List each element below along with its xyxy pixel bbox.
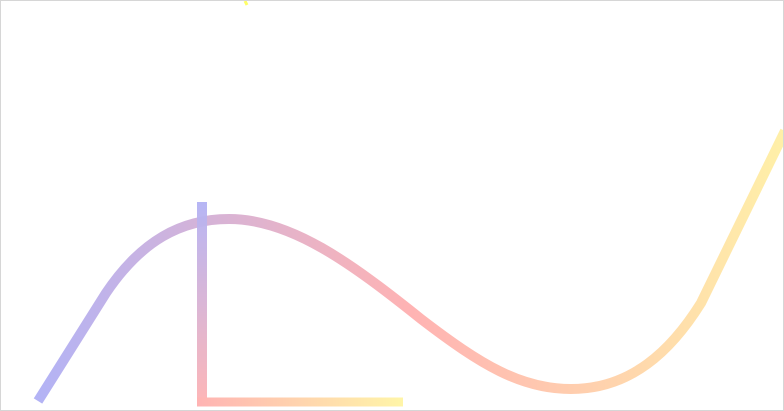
gradient-curve xyxy=(33,128,783,404)
top-tick-mark xyxy=(243,1,249,6)
